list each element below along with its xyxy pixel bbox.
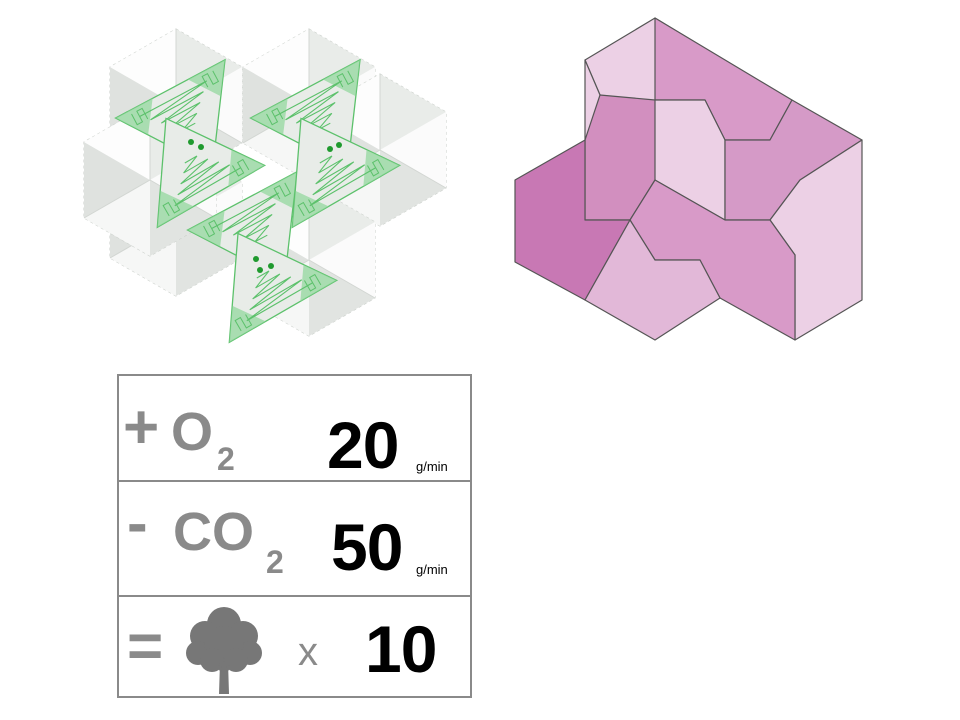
oxygen-subscript: 2 [217,441,235,477]
connector-dot [198,144,204,150]
tree-count-value: 10 [365,612,437,686]
carbon-dioxide-row: - CO 2 50 g/min [119,491,470,597]
co2-unit: g/min [416,562,448,577]
oxygen-symbol: O [171,402,214,462]
connector-dot [327,146,333,152]
module-tile [584,219,721,341]
minus-sign: - [127,489,148,558]
equals-sign: = [127,612,164,681]
connector-dot [336,142,342,148]
plus-sign: + [123,393,160,462]
co2-symbol: CO [173,502,254,562]
green-panel-diagram [83,28,447,344]
oxygen-value: 20 [327,408,399,482]
tree-equivalent-row: = x 10 [119,596,470,702]
magenta-module-diagram [514,17,863,341]
stats-table: + O 2 20 g/min - CO 2 50 g/min = [117,374,472,698]
connector-dot [253,256,259,262]
multiply-sign: x [298,630,318,674]
connector-dot [257,267,263,273]
oxygen-unit: g/min [416,459,448,474]
co2-value: 50 [331,510,403,584]
connector-dot [188,139,194,145]
tree-icon [186,607,262,694]
oxygen-row: + O 2 20 g/min [119,376,470,482]
connector-dot [268,263,274,269]
co2-subscript: 2 [266,544,284,580]
